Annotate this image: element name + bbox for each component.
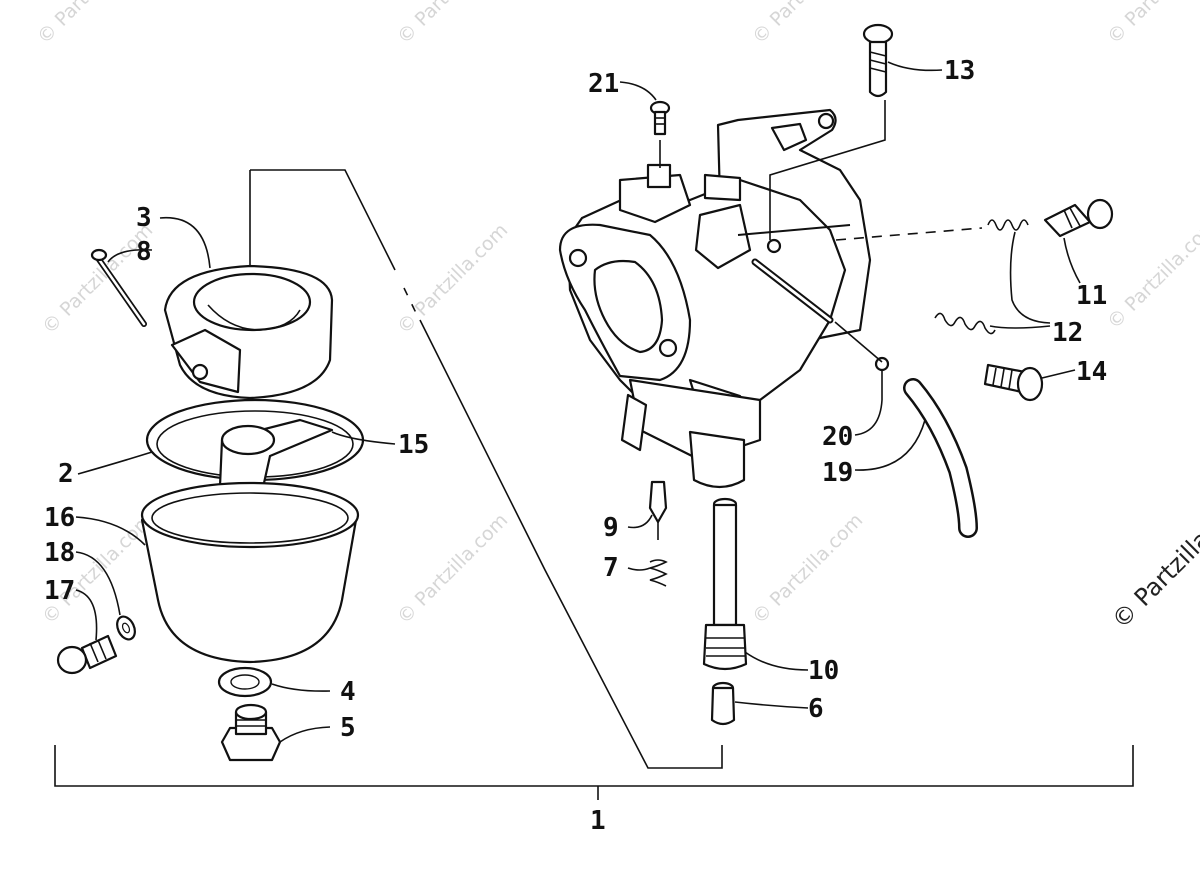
emulsion-tube — [702, 497, 748, 671]
carburetor-small-parts — [648, 23, 1114, 726]
top-screw — [649, 100, 671, 136]
watermark: © Partzilla.com — [393, 509, 512, 628]
callout-17: 17 — [44, 576, 75, 606]
float-bowl — [140, 481, 360, 664]
pilot-screw — [1043, 198, 1114, 238]
watermark: © Partzilla.com — [748, 509, 867, 628]
callout-21: 21 — [588, 69, 619, 99]
float — [163, 264, 334, 400]
assembly-bracket — [54, 169, 1134, 800]
fuel-hose — [903, 378, 978, 538]
needle-spring — [649, 559, 668, 587]
main-jet — [710, 681, 736, 726]
callout-8: 8 — [136, 237, 152, 267]
idle-spring — [934, 312, 996, 335]
callout-2: 2 — [58, 459, 74, 489]
small-washer — [116, 615, 136, 641]
side-screw — [983, 363, 1044, 402]
callout-3: 3 — [136, 203, 152, 233]
callout-5: 5 — [340, 713, 356, 743]
callout-10: 10 — [808, 656, 839, 686]
callout-12: 12 — [1052, 318, 1083, 348]
float-pin — [90, 248, 147, 327]
leader-lines — [75, 61, 1081, 743]
watermark: © Partzilla.com — [1103, 0, 1200, 49]
watermark: © Partzilla.com — [393, 0, 512, 49]
watermark: © Partzilla.com — [33, 0, 152, 49]
callout-20: 20 — [822, 422, 853, 452]
drain-washer — [217, 666, 273, 698]
callout-13: 13 — [944, 56, 975, 86]
callout-16: 16 — [44, 503, 75, 533]
callout-4: 4 — [340, 677, 356, 707]
bowl-screw — [56, 634, 118, 675]
carburetor-body — [558, 108, 872, 489]
hose-clip — [874, 356, 890, 372]
callout-14: 14 — [1076, 357, 1107, 387]
callout-18: 18 — [44, 538, 75, 568]
pilot-spring — [987, 219, 1029, 231]
callout-7: 7 — [603, 553, 619, 583]
watermark: © Partzilla.com — [393, 219, 512, 338]
float-needle — [648, 480, 668, 540]
watermark-edge: © Partzilla — [1106, 525, 1200, 634]
callout-6: 6 — [808, 694, 824, 724]
float-bowl-group — [56, 248, 365, 762]
callout-19: 19 — [822, 458, 853, 488]
callout-11: 11 — [1076, 281, 1107, 311]
callout-9: 9 — [603, 513, 619, 543]
callout-15: 15 — [398, 430, 429, 460]
watermark: © Partzilla.com — [748, 0, 867, 49]
callout-labels: 1 2 3 4 5 6 7 8 9 10 11 12 13 14 15 16 1… — [44, 56, 1107, 836]
drain-plug — [220, 703, 282, 762]
idle-speed-screw — [862, 23, 894, 98]
callout-1: 1 — [590, 806, 606, 836]
watermark: © Partzilla.com — [1103, 214, 1200, 333]
